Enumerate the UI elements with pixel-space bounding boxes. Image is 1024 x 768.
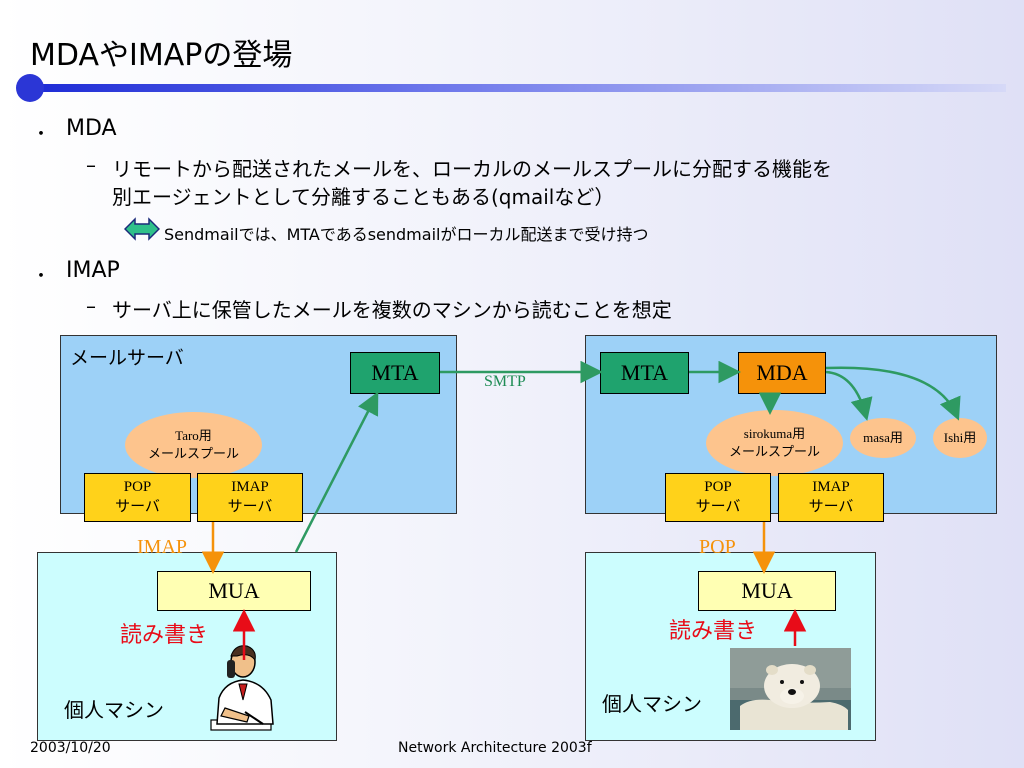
- imap-label: IMAP: [812, 479, 850, 495]
- polar-bear-photo: [730, 648, 851, 730]
- imap-label: IMAP: [231, 479, 269, 495]
- dash-marker: –: [86, 153, 96, 177]
- right-pop-server-box: POP サーバ: [665, 473, 771, 522]
- pop-label: POP: [704, 479, 732, 495]
- mda-desc-line2: 別エージェントとして分離することもある(qmailなど）: [112, 185, 615, 209]
- left-mta-box: MTA: [350, 352, 440, 394]
- mail-server-label: メールサーバ: [70, 347, 184, 369]
- double-arrow-icon: [124, 217, 160, 241]
- mda-desc-line1: リモートから配送されたメールを、ローカルのメールスプールに分配する機能を: [112, 157, 832, 181]
- mda-to-masa-arrow: [825, 370, 873, 421]
- spool-label-line2: メールスプール: [728, 444, 820, 459]
- server-label: サーバ: [808, 499, 854, 515]
- mda-box: MDA: [738, 352, 826, 394]
- ishi-spool-oval: Ishi用: [933, 418, 987, 458]
- server-label: サーバ: [227, 499, 273, 515]
- right-mua-box: MUA: [698, 571, 836, 611]
- spool-label-line2: メールスプール: [147, 446, 239, 461]
- imap-desc-line1: サーバ上に保管したメールを複数のマシンから読むことを想定: [112, 298, 672, 322]
- dash-marker: –: [86, 294, 96, 318]
- right-imap-server-box: IMAP サーバ: [778, 473, 884, 522]
- mda-to-ishi-arrow: [825, 366, 961, 421]
- left-mua-box: MUA: [157, 571, 311, 611]
- man-on-phone-clipart: [210, 645, 274, 731]
- footer-course: Network Architecture 2003f: [398, 740, 592, 756]
- bullet-imap: IMAP: [66, 258, 120, 283]
- smtp-label: SMTP: [484, 373, 526, 390]
- right-personal-machine-label: 個人マシン: [602, 692, 702, 716]
- sendmail-note: Sendmailでは、MTAであるsendmailがローカル配送まで受け持つ: [164, 225, 649, 244]
- left-personal-machine-label: 個人マシン: [64, 698, 164, 722]
- left-imap-server-box: IMAP サーバ: [197, 473, 303, 522]
- bullet-marker: ・: [32, 124, 50, 145]
- right-mta-box: MTA: [600, 352, 689, 394]
- spool-label-line1: Taro用: [175, 428, 212, 443]
- imap-protocol-label: IMAP: [137, 536, 188, 558]
- server-label: サーバ: [695, 499, 741, 515]
- left-pop-server-box: POP サーバ: [84, 473, 191, 522]
- masa-spool-oval: masa用: [850, 418, 916, 458]
- server-label: サーバ: [115, 499, 160, 515]
- bullet-marker: ・: [32, 266, 50, 287]
- left-readwrite-label: 読み書き: [120, 623, 209, 648]
- title-rule-dot: [16, 74, 44, 102]
- bullet-mda: MDA: [66, 116, 117, 141]
- page-title: MDAやIMAPの登場: [30, 38, 293, 73]
- masa-label: masa用: [863, 430, 903, 445]
- right-readwrite-label: 読み書き: [669, 619, 758, 644]
- spool-label-line1: sirokuma用: [743, 426, 806, 441]
- ishi-label: Ishi用: [943, 430, 977, 445]
- title-rule: [30, 84, 1006, 92]
- mua-to-mta-arrow: [294, 391, 379, 553]
- footer-date: 2003/10/20: [30, 740, 111, 756]
- pop-protocol-label: POP: [699, 536, 736, 558]
- sirokuma-spool-oval: sirokuma用 メールスプール: [706, 410, 843, 476]
- pop-label: POP: [123, 479, 152, 495]
- taro-spool-oval: Taro用 メールスプール: [125, 412, 262, 478]
